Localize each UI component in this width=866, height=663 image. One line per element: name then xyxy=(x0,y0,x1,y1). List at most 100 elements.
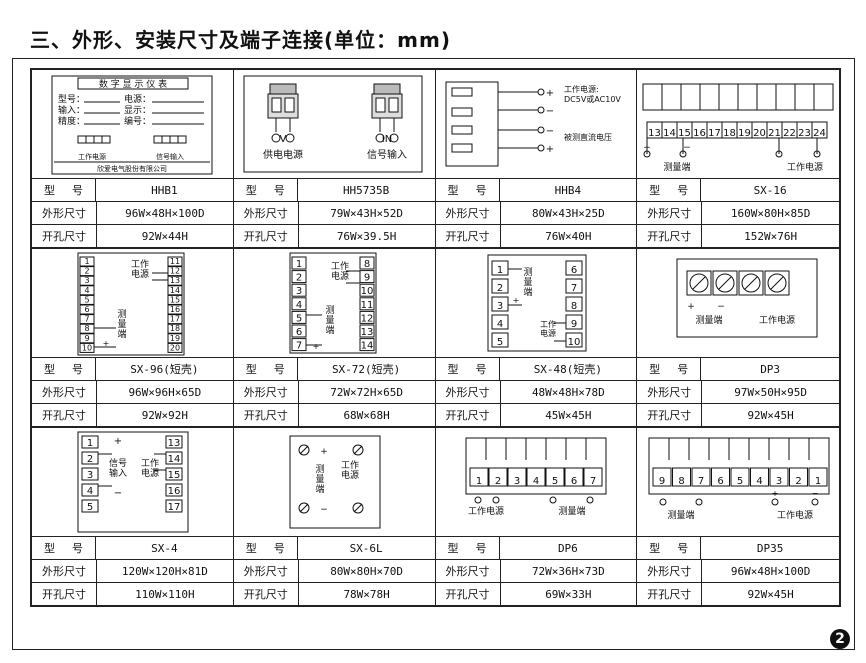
terminal-number: 1 xyxy=(475,476,481,487)
terminal-box xyxy=(167,314,183,325)
terminal-box xyxy=(81,467,99,481)
terminal-number: 2 xyxy=(494,476,500,487)
terminal-box xyxy=(565,296,582,312)
device-pin-slot xyxy=(451,125,472,135)
outer-size-row-label: 外形尺寸 xyxy=(234,560,299,582)
terminal-number: 9 xyxy=(84,334,89,343)
terminal-box xyxy=(167,342,183,353)
cutout-size-row-label: 开孔尺寸 xyxy=(234,225,299,247)
connector-slot xyxy=(271,97,282,113)
nameplate-terminal xyxy=(169,135,179,144)
model-row-label: 型号 xyxy=(32,179,96,201)
outer-size-row-value: 97W×50H×95D xyxy=(734,385,808,399)
terminal-number: 18 xyxy=(170,324,180,333)
power-label: 工作 xyxy=(141,457,159,469)
polarity-mark: + xyxy=(772,489,779,498)
polarity-mark: + xyxy=(320,447,328,457)
terminal-number: 8 xyxy=(679,476,685,487)
screw-slot xyxy=(692,276,706,290)
terminal-diagram-svg: 数 字 显 示 仪 表型号：电源：输入：显示：精度：编号：工作电源信号输入欣爱电… xyxy=(51,75,213,175)
terminal-box xyxy=(359,297,375,311)
terminal-number: 6 xyxy=(570,476,576,487)
model-row-label: 型号 xyxy=(234,179,298,201)
terminal-number: 10 xyxy=(82,343,92,352)
outer-size-row-label: 外形尺寸 xyxy=(32,381,97,403)
terminal-box xyxy=(79,256,95,267)
terminal-number: 3 xyxy=(84,276,89,285)
terminal-circle xyxy=(811,498,819,506)
terminal-number: 6 xyxy=(570,265,576,276)
measure-label: 测 xyxy=(523,267,532,278)
outer-size-row-value: 72W×36H×73D xyxy=(531,564,605,578)
terminal-box xyxy=(545,467,564,487)
outer-size-row-label: 外形尺寸 xyxy=(32,560,97,582)
measure-label: 测量端 xyxy=(668,509,695,521)
terminal-number: 23 xyxy=(798,128,811,139)
terminal-number: 13 xyxy=(648,128,661,139)
model-row-label: 型号 xyxy=(436,179,500,201)
model-label-char: 型 xyxy=(44,542,55,555)
terminal-number: 3 xyxy=(87,470,93,481)
terminal-box xyxy=(167,285,183,296)
terminal-box xyxy=(811,121,828,139)
model-label-char: 号 xyxy=(475,542,487,555)
terminal-box xyxy=(81,451,99,465)
terminal-box xyxy=(165,451,183,465)
terminal-box xyxy=(526,467,545,487)
outer-size-row-value: 48W×48H×78D xyxy=(531,385,605,399)
terminal-box xyxy=(491,332,508,348)
terminal-circle xyxy=(285,133,295,143)
terminal-number: 17 xyxy=(170,315,180,324)
measure-label: 量 xyxy=(325,315,334,326)
terminal-number: 5 xyxy=(87,502,93,513)
page-frame xyxy=(12,58,855,650)
model-row-label: 型号 xyxy=(234,358,298,380)
terminal-diagram: +−测量端工作电源 xyxy=(233,428,435,537)
cutout-size-row-label: 开孔尺寸 xyxy=(436,225,501,247)
terminal-circle xyxy=(659,498,667,506)
measure-label: 量 xyxy=(117,319,126,330)
terminal-box xyxy=(165,499,183,513)
measure-label: 端 xyxy=(325,324,334,336)
terminal-number: 11 xyxy=(360,300,373,311)
terminal-number: 8 xyxy=(570,301,576,312)
terminal-number: 17 xyxy=(168,502,181,513)
terminal-box xyxy=(79,285,95,296)
terminal-box xyxy=(79,266,95,277)
model-label-char: 型 xyxy=(649,542,661,555)
terminal-number: 9 xyxy=(570,319,576,330)
terminal-box xyxy=(291,310,307,324)
nameplate-terminal xyxy=(177,135,187,144)
outer-size-row-label: 外形尺寸 xyxy=(234,202,299,224)
terminal-box xyxy=(491,278,508,294)
polarity-mark: − xyxy=(320,505,328,515)
terminal-number: 12 xyxy=(360,313,373,324)
measure-label: 量 xyxy=(523,277,532,288)
polarity-mark: + xyxy=(312,342,319,351)
model-row-value: SX-96(短壳) xyxy=(130,363,199,376)
model-label-char: 号 xyxy=(72,363,83,376)
screw-slot xyxy=(353,503,363,513)
terminal-number: 4 xyxy=(296,300,302,311)
nameplate-terminal xyxy=(85,135,95,144)
terminal-box xyxy=(291,283,307,297)
nameplate-field-label: 编号： xyxy=(124,115,151,127)
terminal-box xyxy=(79,304,95,315)
